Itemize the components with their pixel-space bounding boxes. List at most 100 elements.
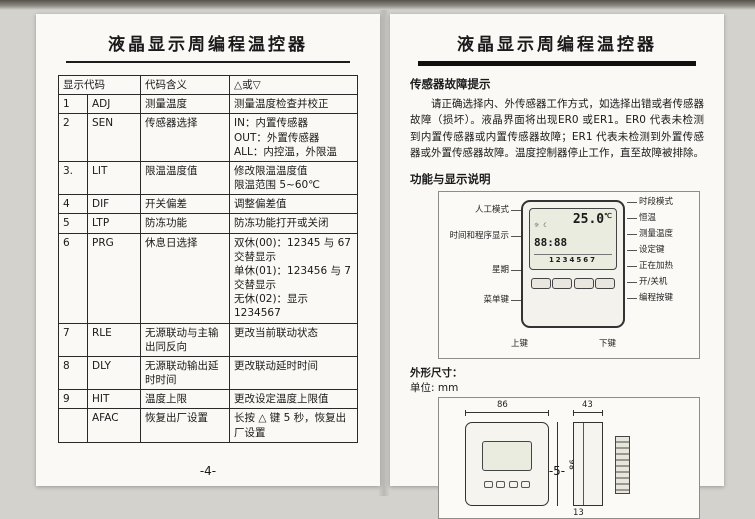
- cell-meaning: 开关偏差: [140, 194, 230, 215]
- cell-code: AFAC: [87, 408, 141, 443]
- table-row: 1 ADJ 测量温度 测量温度检查并校正: [58, 94, 358, 115]
- label-power-key: 开/关机: [627, 277, 699, 287]
- table-row: 2 SEN 传感器选择 IN：内置传感器 OUT：外置传感器 ALL：内控温，外…: [58, 113, 358, 162]
- label-manual-mode: 人工模式: [441, 205, 521, 215]
- function-section-heading: 功能与显示说明: [410, 172, 491, 187]
- cell-action: 更改设定温度上限值: [229, 389, 358, 410]
- fault-section-body: 请正确选择内、外传感器工作方式，如选择出错或者传感器故障（损坏）。液晶界面将出现…: [410, 98, 704, 159]
- cell-action: 长按 △ 键 5 秒，恢复出厂设置: [229, 408, 358, 443]
- label-down-key: 下键: [599, 339, 617, 350]
- front-view-screen: [482, 441, 532, 472]
- cell-meaning: 防冻功能: [140, 213, 230, 234]
- cell-code: HIT: [87, 389, 141, 410]
- cell-action: 更改当前联动状态: [229, 322, 358, 357]
- cell-code: LIT: [87, 160, 141, 196]
- table-row: 8 DLY 无源联动输出延时时间 更改联动延时时间: [58, 355, 358, 391]
- page-title-left: 液晶显示周编程温控器: [66, 26, 350, 63]
- dim-side-front: 13: [573, 508, 584, 519]
- cell-code: DIF: [87, 194, 141, 215]
- cell-num: 7: [58, 322, 88, 357]
- label-constant: 恒温: [627, 213, 699, 223]
- book-gutter-shadow: [378, 10, 390, 496]
- scan-top-edge: [0, 0, 755, 10]
- cell-meaning: 休息日选择: [140, 232, 230, 324]
- lcd-time: 88:88: [534, 236, 568, 250]
- cell-code: SEN: [87, 113, 141, 162]
- dim-line-side-total: [573, 410, 603, 417]
- cell-meaning: 无源联动输出延时时间: [140, 355, 230, 391]
- col-header-meaning: 代码含义: [140, 74, 230, 96]
- cell-num: 5: [58, 213, 88, 234]
- front-view: [465, 422, 549, 507]
- cell-action: 更改联动延时时间: [229, 355, 358, 391]
- cell-num: 1: [58, 94, 88, 115]
- label-up-key: 上键: [511, 339, 529, 350]
- cell-action: 调整偏差值: [229, 194, 358, 215]
- side-view: [573, 422, 603, 507]
- cell-num: 6: [58, 232, 88, 324]
- dimension-figure: 86 86 43 13: [438, 397, 700, 519]
- label-measured-temp: 测量温度: [627, 229, 699, 239]
- cell-meaning: 限温温度值: [140, 160, 230, 196]
- table-row: 3. LIT 限温温度值 修改限温温度值 限温范围 5~60℃: [58, 160, 358, 196]
- cell-num: 2: [58, 113, 88, 162]
- cell-code: RLE: [87, 322, 141, 357]
- label-heating: 正在加热: [627, 261, 699, 271]
- dim-front-width: 86: [497, 400, 508, 411]
- device-button-row: [529, 278, 617, 290]
- dim-line-front-width: [465, 410, 549, 417]
- cell-num: 8: [58, 355, 88, 391]
- device-button: [594, 278, 615, 290]
- table-row: 4 DIF 开关偏差 调整偏差值: [58, 194, 358, 215]
- lcd-top-row: ☼ ☾ 88:88 25.0℃: [534, 212, 612, 250]
- device-figure: 人工模式 时间和程序显示 星期 菜单键 ☼ ☾ 88:88 25.0℃ 1234…: [438, 191, 700, 360]
- label-period-mode: 时段模式: [627, 197, 699, 207]
- cell-meaning: 恢复出厂设置: [140, 408, 230, 443]
- front-view-buttons: [484, 481, 530, 489]
- cell-meaning: 测量温度: [140, 94, 230, 115]
- side-view-panel-split: [583, 423, 584, 506]
- cell-code: PRG: [87, 232, 141, 324]
- manual-page-5: 液晶显示周编程温控器 传感器故障提示 请正确选择内、外传感器工作方式，如选择出错…: [390, 14, 724, 519]
- cell-action: 测量温度检查并校正: [229, 94, 358, 115]
- cell-meaning: 传感器选择: [140, 113, 230, 162]
- label-time-program: 时间和程序显示: [441, 231, 521, 241]
- label-weekday: 星期: [441, 265, 521, 275]
- device-button: [552, 278, 573, 290]
- lcd-screen: ☼ ☾ 88:88 25.0℃ 1234567: [529, 208, 617, 271]
- table-row: AFAC 恢复出厂设置 长按 △ 键 5 秒，恢复出厂设置: [58, 408, 358, 443]
- lcd-week-row: 1234567: [534, 254, 612, 264]
- thermostat-device: ☼ ☾ 88:88 25.0℃ 1234567: [521, 200, 625, 329]
- table-row: 5 LTP 防冻功能 防冻功能打开或关闭: [58, 213, 358, 234]
- dimensions-heading: 外形尺寸：: [410, 367, 463, 380]
- label-program-key: 编程按键: [627, 293, 699, 303]
- table-row: 7 RLE 无源联动与主输出同反向 更改当前联动状态: [58, 322, 358, 357]
- cell-code: ADJ: [87, 94, 141, 115]
- cell-meaning: 无源联动与主输出同反向: [140, 322, 230, 357]
- table-row: 9 HIT 温度上限 更改设定温度上限值: [58, 389, 358, 410]
- page-number-4: -4-: [199, 464, 217, 478]
- dimensions-heading-block: 外形尺寸： 单位: mm: [410, 365, 704, 395]
- cell-code: DLY: [87, 355, 141, 391]
- manual-page-4: 液晶显示周编程温控器 显示代码 代码含义 △或▽ 1 ADJ 测量温度 测量温度…: [36, 14, 380, 486]
- cell-num: [58, 408, 88, 443]
- cell-code: LTP: [87, 213, 141, 234]
- cell-num: 4: [58, 194, 88, 215]
- page-number-5: -5-: [548, 464, 566, 478]
- device-button: [531, 278, 551, 290]
- dim-line-front-height: [557, 422, 558, 507]
- label-set-key: 设定键: [627, 245, 699, 255]
- fault-section-heading: 传感器故障提示: [410, 77, 491, 91]
- cell-action: 防冻功能打开或关闭: [229, 213, 358, 234]
- dim-side-total: 43: [582, 400, 593, 411]
- cell-action: IN：内置传感器 OUT：外置传感器 ALL：内控温，外限温: [229, 113, 358, 162]
- mode-icons: ☼ ☾: [534, 222, 550, 230]
- terminal-block: [615, 436, 630, 495]
- display-code-table: 显示代码 代码含义 △或▽ 1 ADJ 测量温度 测量温度检查并校正 2 SEN…: [58, 74, 358, 443]
- table-row: 6 PRG 休息日选择 双休(00)：12345 与 67 交替显示 单休(01…: [58, 232, 358, 324]
- col-header-updown: △或▽: [229, 74, 358, 96]
- cell-action: 双休(00)：12345 与 67 交替显示 单休(01)：123456 与 7…: [229, 232, 358, 324]
- lcd-temp-unit: ℃: [604, 212, 612, 221]
- cell-action: 修改限温温度值 限温范围 5~60℃: [229, 160, 358, 196]
- device-button: [573, 278, 594, 290]
